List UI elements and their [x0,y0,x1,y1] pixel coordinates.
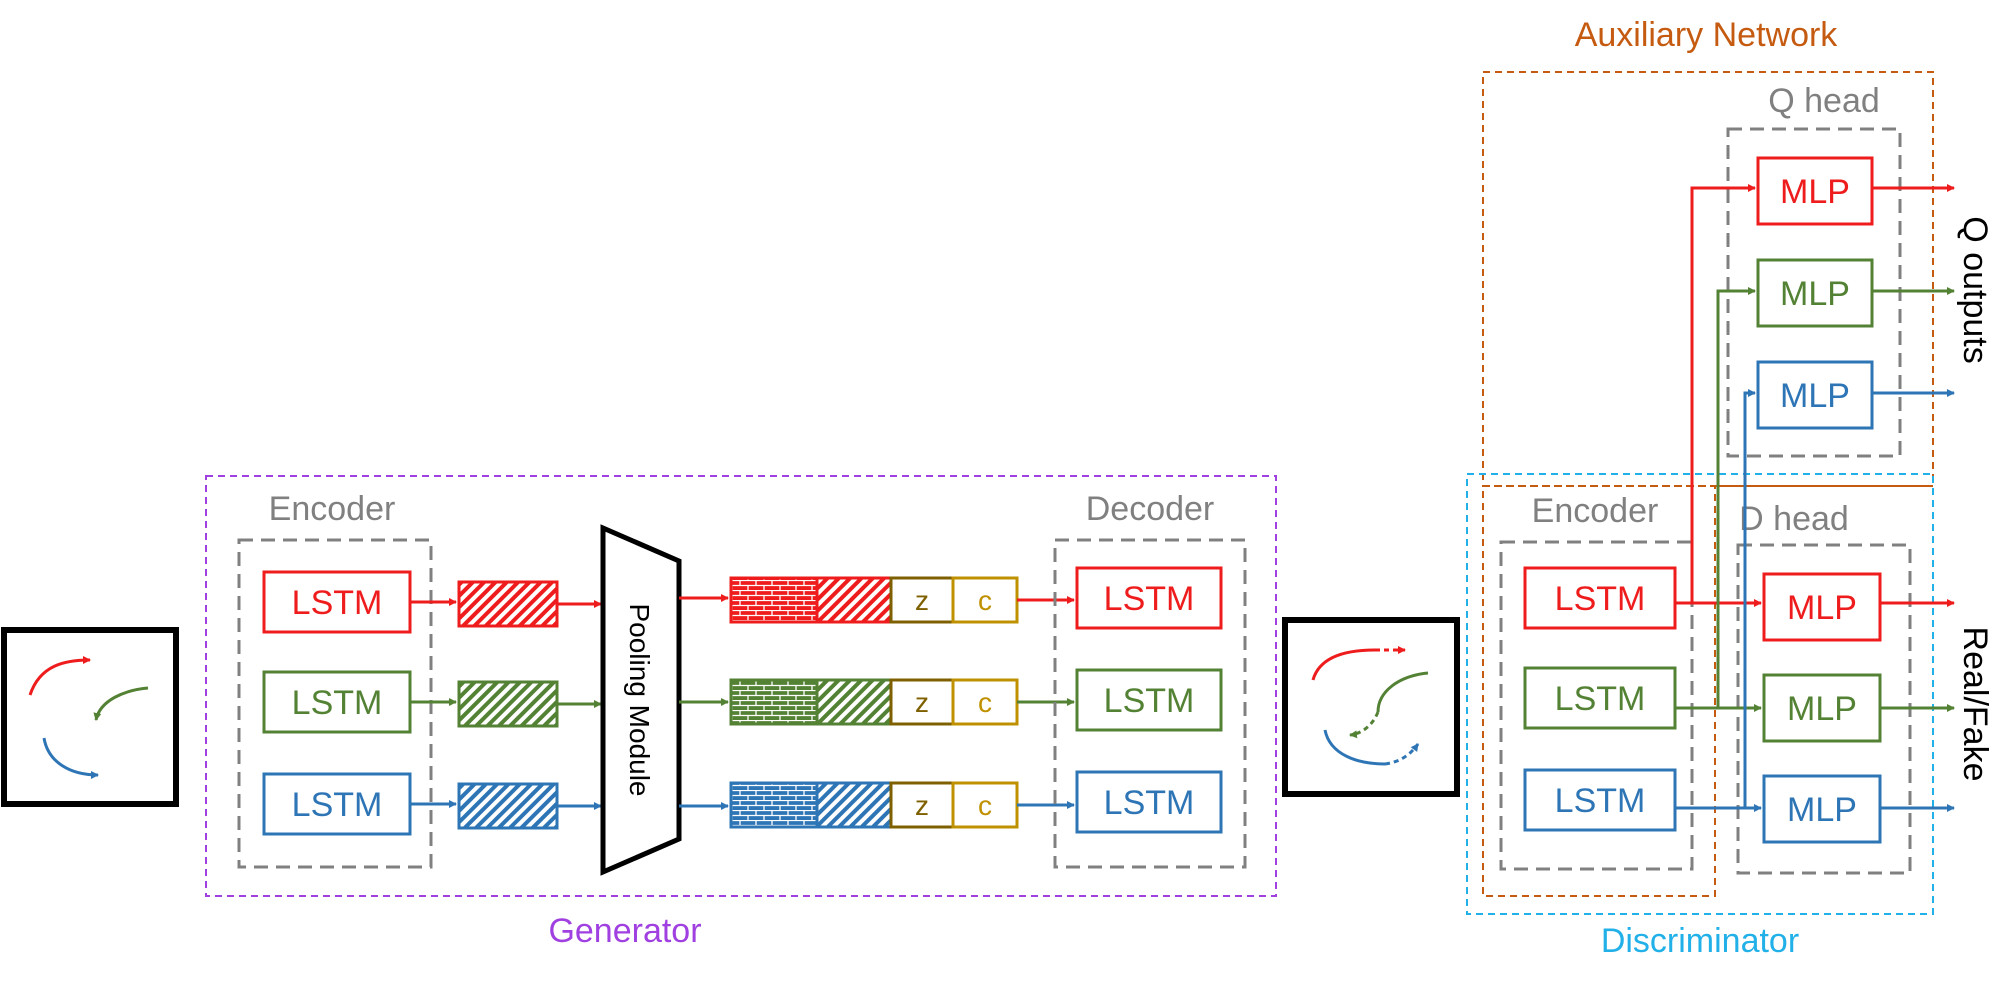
generated-trajectory-panel [1282,617,1460,797]
generator-boundary [205,475,1277,897]
generator-encoder-lstm-green: LSTM [262,670,412,734]
code-c: c [978,790,992,821]
svg-text:MLP: MLP [1780,275,1850,313]
svg-text:MLP: MLP [1787,589,1857,627]
discriminator-encoder-title: Encoder [1532,492,1659,530]
q-outputs-label: Q outputs [1956,216,1994,363]
generator-encoder-lstm-red: LSTM [262,570,412,634]
green-trajectory-arrow [93,686,149,721]
svg-text:MLP: MLP [1780,173,1850,211]
generator-encoder-title: Encoder [269,490,396,528]
red-generated-arrow [1311,648,1376,681]
discriminator-encoder-boundary [1499,540,1694,871]
blue-trajectory-arrow [42,737,99,779]
discriminator-encoder-lstm-green: LSTM [1523,666,1677,730]
q-head-mlp-red: MLP [1756,156,1874,226]
svg-text:LSTM: LSTM [1104,784,1195,822]
discriminator-boundary [1466,473,1934,915]
generator-encoder-lstm-blue: LSTM [262,772,412,836]
auxiliary-encoder-share-boundary [1482,485,1716,897]
d-head-mlp-blue: MLP [1762,774,1882,844]
svg-text:MLP: MLP [1780,377,1850,415]
noise-z: z [915,585,929,616]
hidden-state-green [457,680,559,728]
noise-z: z [915,687,929,718]
discriminator-encoder-lstm-red: LSTM [1523,566,1677,630]
generator-decoder-title: Decoder [1086,490,1215,528]
noise-z: z [915,790,929,821]
green-route [1675,287,1762,712]
generator-decoder-boundary [1053,538,1247,869]
svg-text:LSTM: LSTM [1104,682,1195,720]
pooling-module: Pooling Module [600,524,682,876]
red-trajectory-arrow [28,656,91,696]
d-head-title: D head [1739,500,1849,538]
svg-text:LSTM: LSTM [292,684,383,722]
generator-decoder-lstm-blue: LSTM [1075,770,1223,834]
generator-decoder-lstm-red: LSTM [1075,566,1223,630]
concat-vector-blue: z c [729,781,1019,829]
concat-vector-green: z c [729,678,1019,726]
discriminator-encoder-lstm-blue: LSTM [1523,768,1677,832]
q-head-title: Q head [1768,82,1880,120]
input-trajectory-panel [1,627,179,807]
svg-text:Pooling Module: Pooling Module [624,603,655,796]
code-c: c [978,687,992,718]
svg-text:LSTM: LSTM [292,584,383,622]
svg-text:LSTM: LSTM [1555,782,1646,820]
q-head-mlp-green: MLP [1756,258,1874,328]
code-c: c [978,585,992,616]
d-head-mlp-red: MLP [1762,572,1882,642]
q-head-mlp-blue: MLP [1756,360,1874,430]
generator-decoder-lstm-green: LSTM [1075,668,1223,732]
svg-text:MLP: MLP [1787,791,1857,829]
auxiliary-network-label: Auxiliary Network [1575,16,1839,54]
svg-text:MLP: MLP [1787,690,1857,728]
discriminator-label: Discriminator [1601,922,1799,960]
svg-text:LSTM: LSTM [1104,580,1195,618]
hidden-state-blue [457,782,559,830]
svg-text:LSTM: LSTM [1555,680,1646,718]
green-generated-arrow [1376,671,1429,713]
svg-text:LSTM: LSTM [1555,580,1646,618]
concat-vector-red: z c [729,576,1019,624]
real-fake-label: Real/Fake [1956,627,1994,782]
generator-label: Generator [548,912,701,950]
blue-generated-arrow [1323,729,1386,766]
hidden-state-red [457,580,559,628]
blue-route [1675,389,1762,812]
d-head-mlp-green: MLP [1762,673,1882,743]
svg-text:LSTM: LSTM [292,786,383,824]
